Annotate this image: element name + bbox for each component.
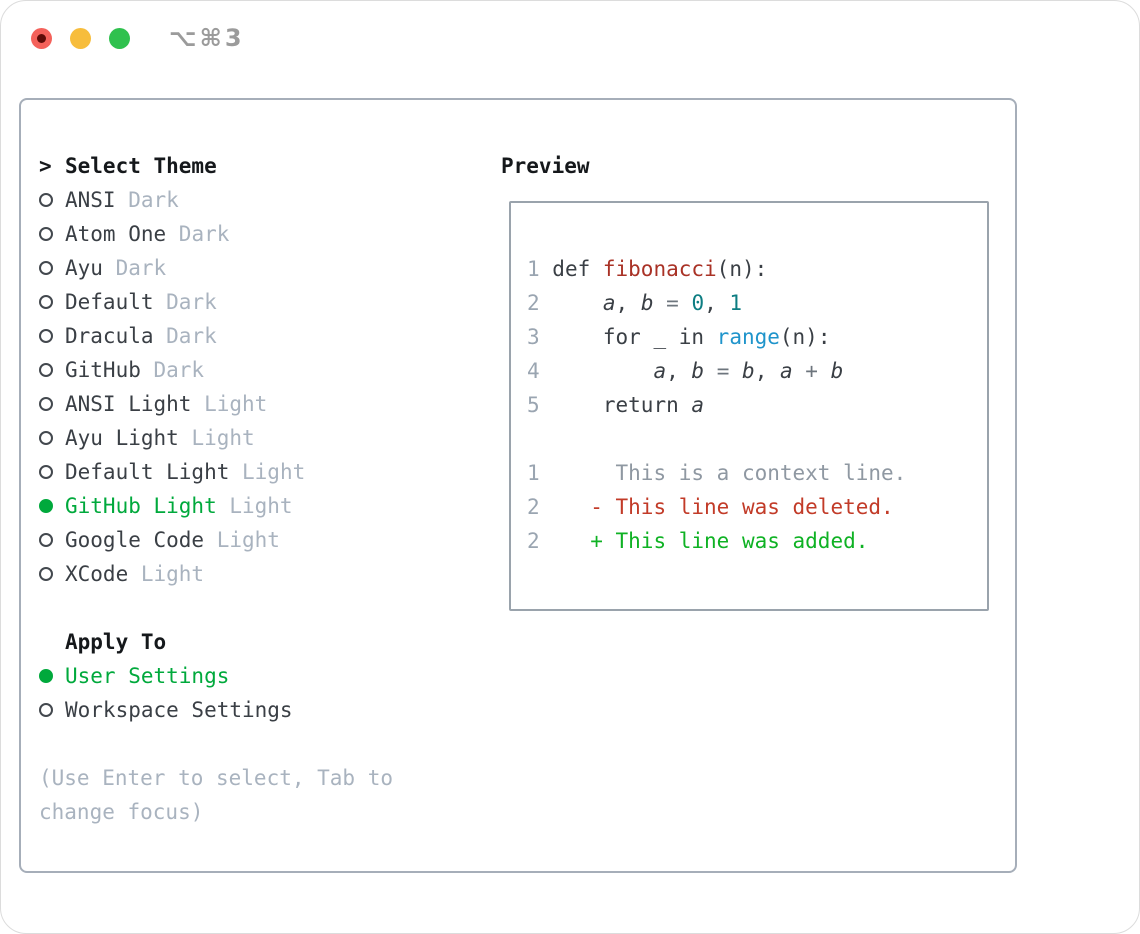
apply-to-header: Apply To xyxy=(39,625,393,659)
theme-variant-badge: Light xyxy=(178,426,255,450)
select-theme-title: Select Theme xyxy=(65,154,217,178)
blank-line xyxy=(527,422,987,456)
minimize-button[interactable] xyxy=(70,28,91,49)
theme-variant-badge: Dark xyxy=(153,324,217,348)
theme-option-atom-one[interactable]: Atom One Dark xyxy=(39,217,393,251)
theme-variant-badge: Light xyxy=(229,460,306,484)
theme-name: XCode xyxy=(65,562,129,586)
title-bar: ⌥⌘3 xyxy=(1,1,1139,71)
code-line: 2 a, b = 0, 1 xyxy=(527,291,743,315)
theme-variant-badge: Dark xyxy=(140,358,205,382)
diff-context-line: 1 This is a context line. xyxy=(527,461,907,485)
theme-option-xcode[interactable]: XCode Light xyxy=(39,557,393,591)
apply-option-user-settings[interactable]: User Settings xyxy=(39,659,393,693)
theme-option-ayu-light[interactable]: Ayu Light Light xyxy=(39,421,393,455)
theme-option-dracula[interactable]: Dracula Dark xyxy=(39,319,393,353)
preview-box: 1 def fibonacci(n): 2 a, b = 0, 1 3 for _ … xyxy=(509,201,989,611)
theme-variant-badge: Light xyxy=(204,528,280,552)
zoom-button[interactable] xyxy=(109,28,130,49)
theme-variant-badge: Dark xyxy=(166,222,230,246)
radio-icon xyxy=(39,533,53,547)
theme-name: Ayu Light xyxy=(65,426,179,450)
code-line: 5 return a xyxy=(527,393,705,417)
theme-variant-badge: Dark xyxy=(102,256,167,280)
hint-text: (Use Enter to select, Tab to xyxy=(39,766,394,790)
radio-selected-icon xyxy=(39,669,53,683)
radio-icon xyxy=(39,261,53,275)
apply-option-label: User Settings xyxy=(65,664,230,688)
prompt-icon: > xyxy=(39,154,52,178)
theme-name: GitHub Light xyxy=(65,494,217,518)
select-theme-header: > Select Theme xyxy=(39,149,393,183)
keyboard-hint: (Use Enter to select, Tab to change focus… xyxy=(39,761,393,829)
radio-icon xyxy=(39,295,53,309)
code-line: 3 for _ in range(n): xyxy=(527,325,831,349)
traffic-lights xyxy=(31,28,130,49)
radio-icon xyxy=(39,193,53,207)
radio-icon xyxy=(39,567,53,581)
hint-text: change focus) xyxy=(39,800,204,824)
theme-option-ansi[interactable]: ANSI Dark xyxy=(39,183,393,217)
radio-icon xyxy=(39,363,53,377)
theme-name: Dracula xyxy=(65,324,154,348)
theme-option-default[interactable]: Default Dark xyxy=(39,285,393,319)
diff-deleted-line: 2 - This line was deleted. xyxy=(527,495,894,519)
radio-icon xyxy=(39,397,53,411)
diff-added-line: 2 + This line was added. xyxy=(527,529,869,553)
preview-code: 1 def fibonacci(n): 2 a, b = 0, 1 3 for _ … xyxy=(527,252,987,558)
theme-name: GitHub xyxy=(65,358,141,382)
theme-option-default-light[interactable]: Default Light Light xyxy=(39,455,393,489)
theme-name: Default xyxy=(65,290,154,314)
theme-option-google-code[interactable]: Google Code Light xyxy=(39,523,393,557)
preview-title: Preview xyxy=(501,154,590,178)
theme-variant-badge: Light xyxy=(216,494,293,518)
theme-name: Atom One xyxy=(65,222,167,246)
theme-name: ANSI Light xyxy=(65,392,192,416)
theme-name: ANSI xyxy=(65,188,116,212)
spacer xyxy=(39,727,393,761)
theme-variant-badge: Light xyxy=(128,562,205,586)
theme-variant-badge: Light xyxy=(191,392,268,416)
radio-icon xyxy=(39,703,53,717)
code-line: 4 a, b = b, a + b xyxy=(527,359,844,383)
theme-variant-badge: Dark xyxy=(153,290,217,314)
apply-to-title: Apply To xyxy=(65,630,167,654)
theme-option-ansi-light[interactable]: ANSI Light Light xyxy=(39,387,393,421)
apply-option-workspace-settings[interactable]: Workspace Settings xyxy=(39,693,393,727)
theme-option-github[interactable]: GitHub Dark xyxy=(39,353,393,387)
close-button[interactable] xyxy=(31,28,52,49)
apply-option-label: Workspace Settings xyxy=(65,698,293,722)
theme-option-github-light[interactable]: GitHub Light Light xyxy=(39,489,393,523)
theme-name: Default Light xyxy=(65,460,230,484)
theme-variant-badge: Dark xyxy=(115,188,179,212)
theme-option-ayu[interactable]: Ayu Dark xyxy=(39,251,393,285)
radio-icon xyxy=(39,329,53,343)
theme-name: Google Code xyxy=(65,528,205,552)
theme-name: Ayu xyxy=(65,256,103,280)
radio-icon xyxy=(39,227,53,241)
radio-icon xyxy=(39,465,53,479)
radio-selected-icon xyxy=(39,499,53,513)
window-title: ⌥⌘3 xyxy=(169,24,245,52)
radio-icon xyxy=(39,431,53,445)
code-line: 1 def fibonacci(n): xyxy=(527,257,768,281)
spacer xyxy=(39,591,393,625)
